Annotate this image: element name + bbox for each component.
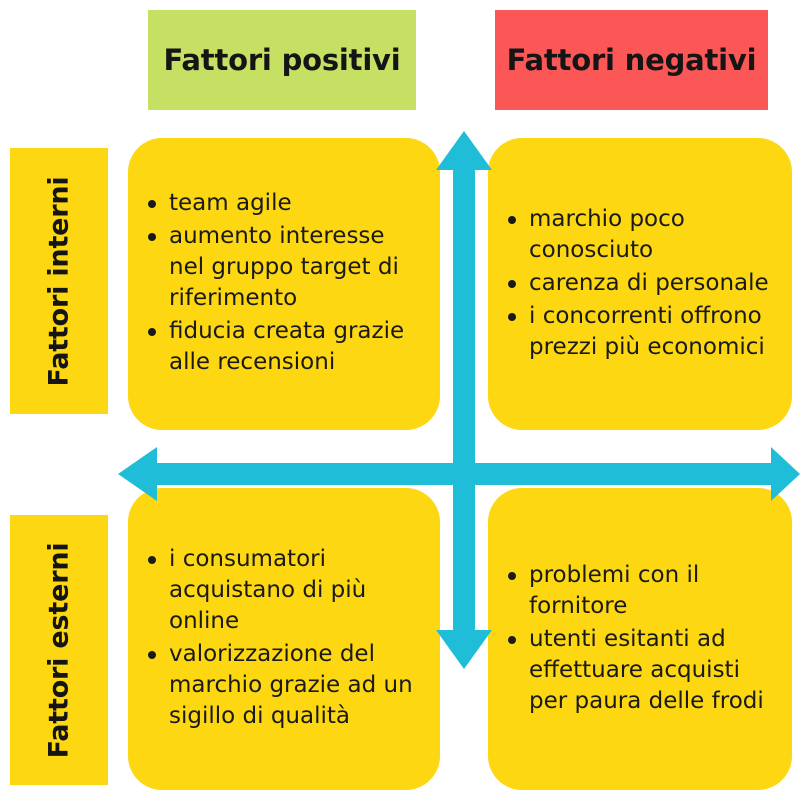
- list-item: valorizzazione del marchio grazie ad un …: [142, 639, 422, 732]
- list-item: team agile: [142, 188, 422, 219]
- row-header-external-label: Fattori esterni: [43, 542, 75, 758]
- list-item: i concorrenti offrono prezzi più economi…: [502, 301, 776, 363]
- column-header-positive: Fattori positivi: [148, 10, 416, 110]
- opportunities-list: i consumatori acquistano di più online v…: [142, 544, 422, 734]
- quadrant-opportunities: i consumatori acquistano di più online v…: [128, 488, 440, 790]
- list-item: i consumatori acquistano di più online: [142, 544, 422, 637]
- list-item: carenza di personale: [502, 268, 776, 299]
- quadrant-threats: problemi con il fornitore utenti esitant…: [488, 488, 792, 790]
- column-header-negative: Fattori negativi: [495, 10, 768, 110]
- list-item: fiducia creata grazie alle recensioni: [142, 316, 422, 378]
- row-header-external: Fattori esterni: [10, 515, 108, 785]
- column-header-negative-label: Fattori negativi: [506, 43, 757, 77]
- quadrant-weaknesses: marchio poco conosciuto carenza di perso…: [488, 138, 792, 430]
- weaknesses-list: marchio poco conosciuto carenza di perso…: [502, 204, 776, 365]
- column-header-positive-label: Fattori positivi: [163, 43, 401, 77]
- strengths-list: team agile aumento interesse nel gruppo …: [142, 188, 422, 380]
- list-item: problemi con il fornitore: [502, 560, 776, 622]
- list-item: utenti esitanti ad effettuare acquisti p…: [502, 624, 776, 717]
- list-item: aumento interesse nel gruppo target di r…: [142, 221, 422, 314]
- double-headed-vertical-arrow-icon: [436, 131, 492, 669]
- list-item: marchio poco conosciuto: [502, 204, 776, 266]
- row-header-internal: Fattori interni: [10, 148, 108, 414]
- row-header-internal-label: Fattori interni: [43, 176, 75, 386]
- quadrant-strengths: team agile aumento interesse nel gruppo …: [128, 138, 440, 430]
- threats-list: problemi con il fornitore utenti esitant…: [502, 560, 776, 719]
